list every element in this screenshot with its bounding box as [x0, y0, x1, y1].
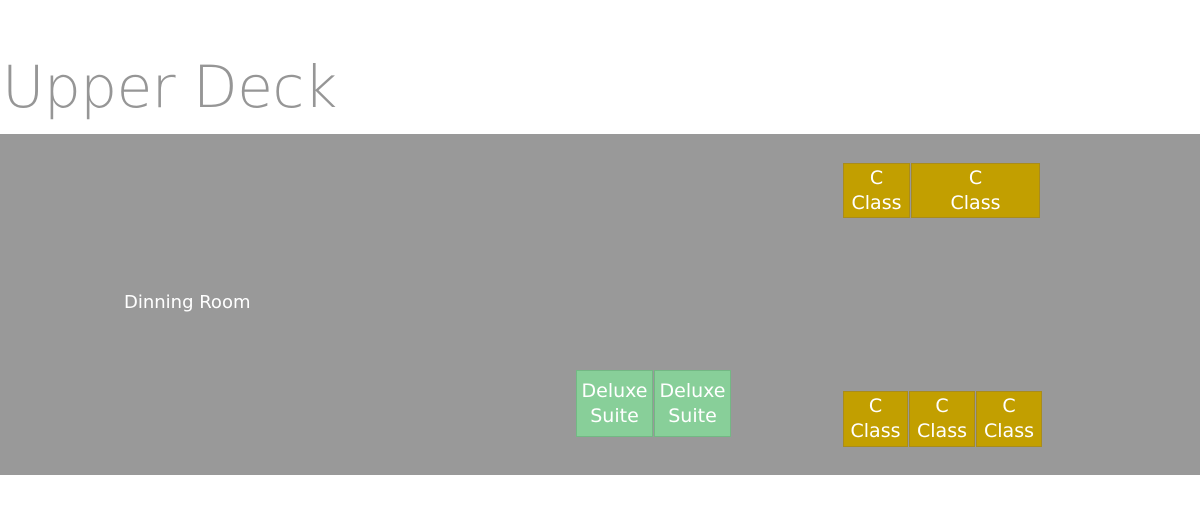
cabin-label-line1: C	[868, 395, 883, 417]
cabin-c-class-top-2[interactable]: C Class	[911, 163, 1040, 218]
upper-deck-area: Dinning Room C Class C Class Deluxe Suit…	[0, 134, 1200, 475]
cabin-label-line1: Deluxe	[659, 379, 726, 402]
cabin-label-line2: Class	[851, 191, 902, 214]
cabin-label-line2: Class	[984, 420, 1034, 442]
cabin-label-line2: Suite	[668, 404, 717, 427]
cabin-c-class-bottom-2[interactable]: C Class	[909, 391, 975, 447]
cabin-label-line2: Class	[950, 191, 1001, 214]
dining-room-label: Dinning Room	[124, 292, 251, 313]
cabin-deluxe-suite-1[interactable]: Deluxe Suite	[576, 370, 653, 437]
cabin-deluxe-suite-2[interactable]: Deluxe Suite	[654, 370, 731, 437]
cabin-label-line1: C	[968, 166, 983, 189]
cabin-label-line1: C	[1002, 395, 1016, 417]
cabin-c-class-bottom-3[interactable]: C Class	[976, 391, 1042, 447]
cabin-label-line1: Deluxe	[581, 379, 648, 402]
cabin-c-class-top-1[interactable]: C Class	[843, 163, 910, 218]
deck-title: Upper Deck	[2, 53, 337, 121]
cabin-label-line2: Class	[850, 420, 901, 442]
cabin-c-class-bottom-1[interactable]: C Class	[843, 391, 908, 447]
cabin-label-line2: Class	[917, 420, 967, 442]
cabin-label-line2: Suite	[590, 404, 639, 427]
cabin-label-line1: C	[869, 166, 884, 189]
cabin-label-line1: C	[935, 395, 949, 417]
